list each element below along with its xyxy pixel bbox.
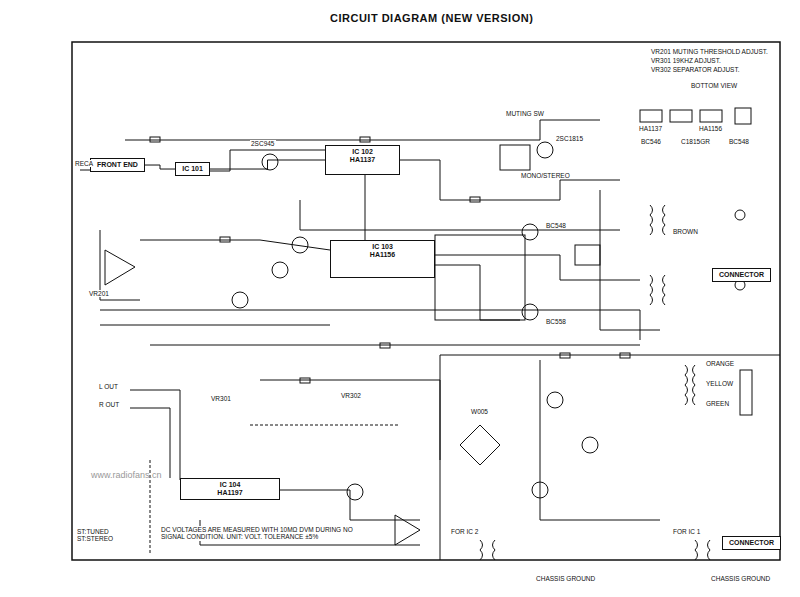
- component-label: BC548: [728, 138, 750, 145]
- ic-name: CONNECTOR: [727, 539, 776, 547]
- ic-name: HA1137: [330, 156, 395, 164]
- component-label: VR302 SEPARATOR ADJUST.: [650, 66, 741, 73]
- component-label: BOTTOM VIEW: [690, 82, 738, 89]
- component-label: ST:TUNED ST:STEREO: [76, 528, 123, 543]
- component-label: RECA: [74, 160, 94, 167]
- ic-name: HA1156: [335, 251, 430, 259]
- component-label: HA1137: [638, 125, 663, 132]
- component-label: GREEN: [705, 400, 730, 407]
- ic-block: IC 102HA1137: [325, 145, 400, 175]
- ic-block: IC 103HA1156: [330, 240, 435, 278]
- component-label: YELLOW: [705, 380, 734, 387]
- component-label: R OUT: [98, 401, 120, 408]
- component-label: C1815GR: [680, 138, 711, 145]
- component-label: W005: [470, 408, 489, 415]
- signal-wire: [365, 175, 366, 240]
- component-label: www.radiofans.cn: [90, 470, 163, 480]
- component-label: 2SC1815: [555, 135, 584, 142]
- ic-name: IC 102: [330, 148, 395, 156]
- ic-name: HA1197: [185, 489, 275, 497]
- component-label: MUTING SW: [505, 110, 545, 117]
- component-label: BC558: [545, 318, 567, 325]
- signal-wire: [145, 165, 175, 169]
- component-label: DC VOLTAGES ARE MEASURED WITH 10MΩ DVM D…: [160, 526, 362, 541]
- diagram-title: CIRCUIT DIAGRAM (NEW VERSION): [330, 12, 533, 24]
- component-label: 2SC945: [250, 140, 276, 147]
- component-label: ORANGE: [705, 360, 735, 367]
- component-label: VR201 MUTING THRESHOLD ADJUST.: [650, 48, 769, 55]
- component-label: FOR IC 2: [450, 528, 479, 535]
- ic-block: CONNECTOR: [712, 268, 771, 282]
- component-label: VR301: [210, 395, 232, 402]
- signal-wire: [210, 160, 325, 169]
- component-label: L OUT: [98, 383, 119, 390]
- component-label: VR301 19KHZ ADJUST.: [650, 57, 722, 64]
- component-label: VR201: [88, 290, 110, 297]
- component-label: FOR IC 1: [672, 528, 701, 535]
- component-label: BC548: [545, 222, 567, 229]
- component-label: HA1156: [698, 125, 723, 132]
- component-label: MONO/STEREO: [520, 172, 571, 179]
- component-label: CHASSIS GROUND: [710, 575, 771, 582]
- component-label: BC546: [640, 138, 662, 145]
- ic-name: FRONT END: [95, 161, 140, 169]
- ic-block: IC 104HA1197: [180, 478, 280, 500]
- ic-name: IC 103: [335, 243, 430, 251]
- ic-block: FRONT END: [90, 158, 145, 172]
- ic-name: IC 101: [180, 165, 205, 173]
- ic-block: IC 101: [175, 162, 210, 176]
- ic-block: CONNECTOR: [722, 536, 781, 550]
- ic-name: CONNECTOR: [717, 271, 766, 279]
- component-label: VR302: [340, 392, 362, 399]
- ic-name: IC 104: [185, 481, 275, 489]
- component-label: BROWN: [672, 228, 699, 235]
- component-label: CHASSIS GROUND: [535, 575, 596, 582]
